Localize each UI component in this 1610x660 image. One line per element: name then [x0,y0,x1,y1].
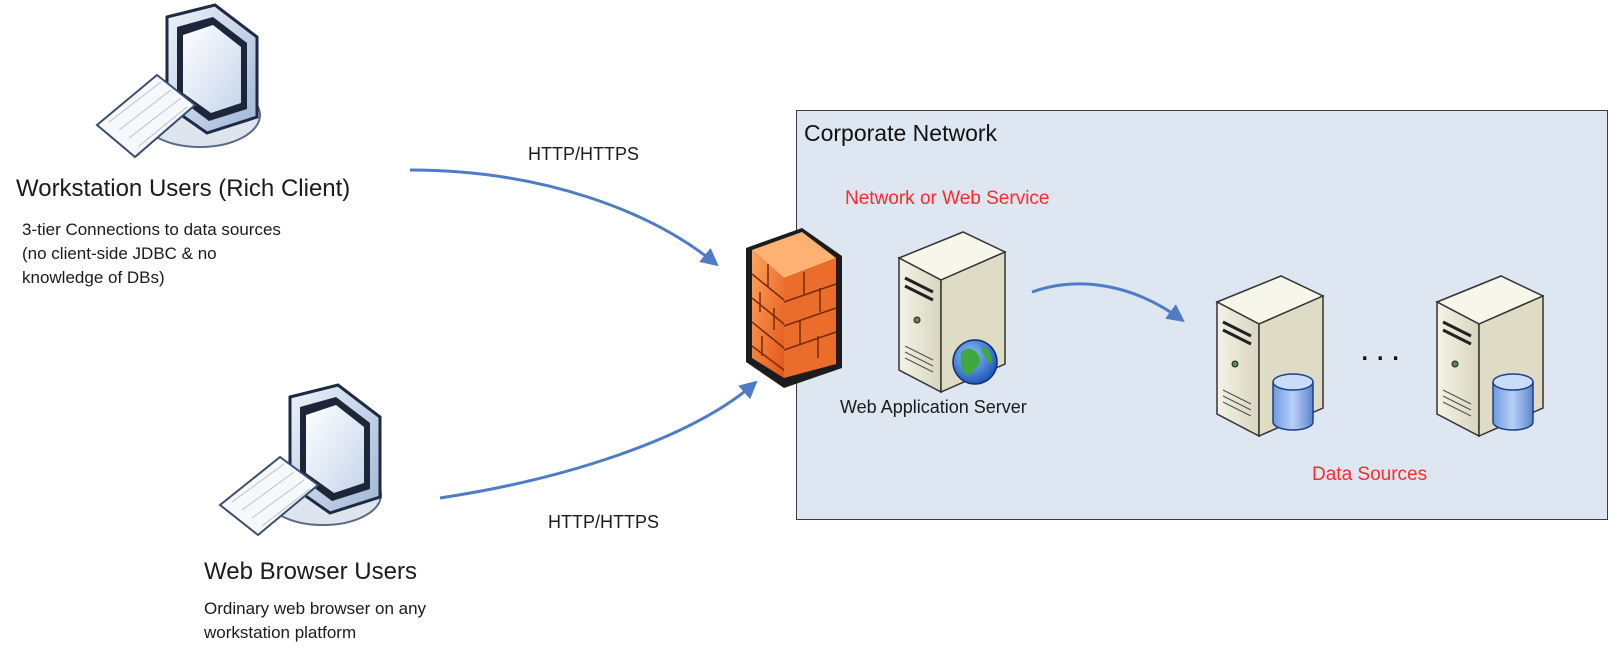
browser-desc-line: workstation platform [204,623,357,642]
computer-icon [218,383,382,537]
workstation-desc-line: knowledge of DBs) [22,268,165,287]
data-sources-label: Data Sources [1312,464,1428,485]
web-server-icon [897,231,1007,394]
service-label: Network or Web Service [845,188,1050,209]
browser-title: Web Browser Users [204,558,417,585]
arrow-workstation-to-firewall [409,168,719,267]
database-server-icon [1215,275,1325,438]
firewall-icon [746,228,842,388]
database-server-icon [1435,275,1545,438]
workstation-desc-line: (no client-side JDBC & no [22,244,217,263]
app-server-label: Web Application Server [840,397,1027,417]
browser-description: Ordinary web browser on any workstation … [204,597,426,645]
computer-icon [95,3,261,159]
arrow-browser-to-firewall [439,380,758,500]
corporate-network-title: Corporate Network [804,120,998,146]
arrow-appserver-to-datasources [1031,282,1185,323]
workstation-desc-line: 3-tier Connections to data sources [22,220,281,239]
workstation-description: 3-tier Connections to data sources (no c… [22,218,281,290]
protocol-label-top: HTTP/HTTPS [528,144,639,164]
browser-desc-line: Ordinary web browser on any [204,599,427,618]
protocol-label-bottom: HTTP/HTTPS [548,512,659,532]
workstation-title: Workstation Users (Rich Client) [16,175,351,202]
ellipsis-label: ... [1360,330,1407,368]
